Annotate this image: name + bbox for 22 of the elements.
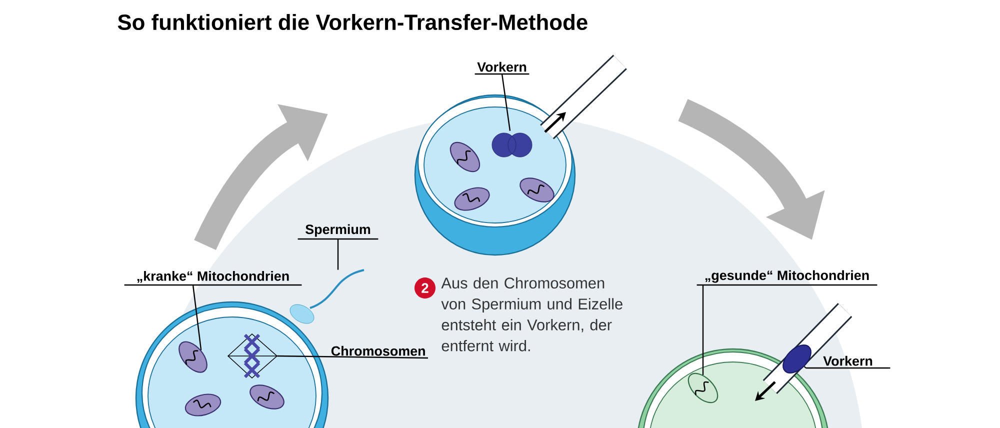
mitochondrion bbox=[688, 372, 718, 404]
leader-line bbox=[192, 284, 202, 350]
label: Vorkern bbox=[474, 62, 530, 75]
leader-line bbox=[337, 239, 339, 270]
leader-line bbox=[804, 366, 806, 368]
label: Chromosomen bbox=[331, 346, 425, 356]
label: „kranke“ Mitochondrien bbox=[124, 270, 302, 286]
title: So funktioniert die Vorkern-Transfer-Methode bbox=[118, 14, 588, 30]
pronucleus bbox=[782, 344, 812, 374]
label: Vorkern bbox=[806, 356, 890, 369]
chromosome-drawing bbox=[228, 333, 278, 379]
step-description: Aus den Chromosomen von Spermium und Eizelle entsteht ein Vorkern, der entfernt wird. bbox=[441, 277, 622, 352]
leader-line bbox=[501, 74, 511, 131]
egg-cell-drawing bbox=[135, 301, 329, 428]
sperm-drawing bbox=[290, 269, 364, 324]
mitochondrion bbox=[178, 341, 208, 373]
label: Spermium bbox=[298, 224, 378, 240]
leader-line bbox=[702, 285, 704, 376]
leader-line bbox=[277, 355, 428, 359]
egg-cell-drawing bbox=[414, 94, 576, 256]
label: „gesunde“ Mitochondrien bbox=[696, 270, 878, 286]
step-badge: 2 bbox=[414, 278, 436, 298]
